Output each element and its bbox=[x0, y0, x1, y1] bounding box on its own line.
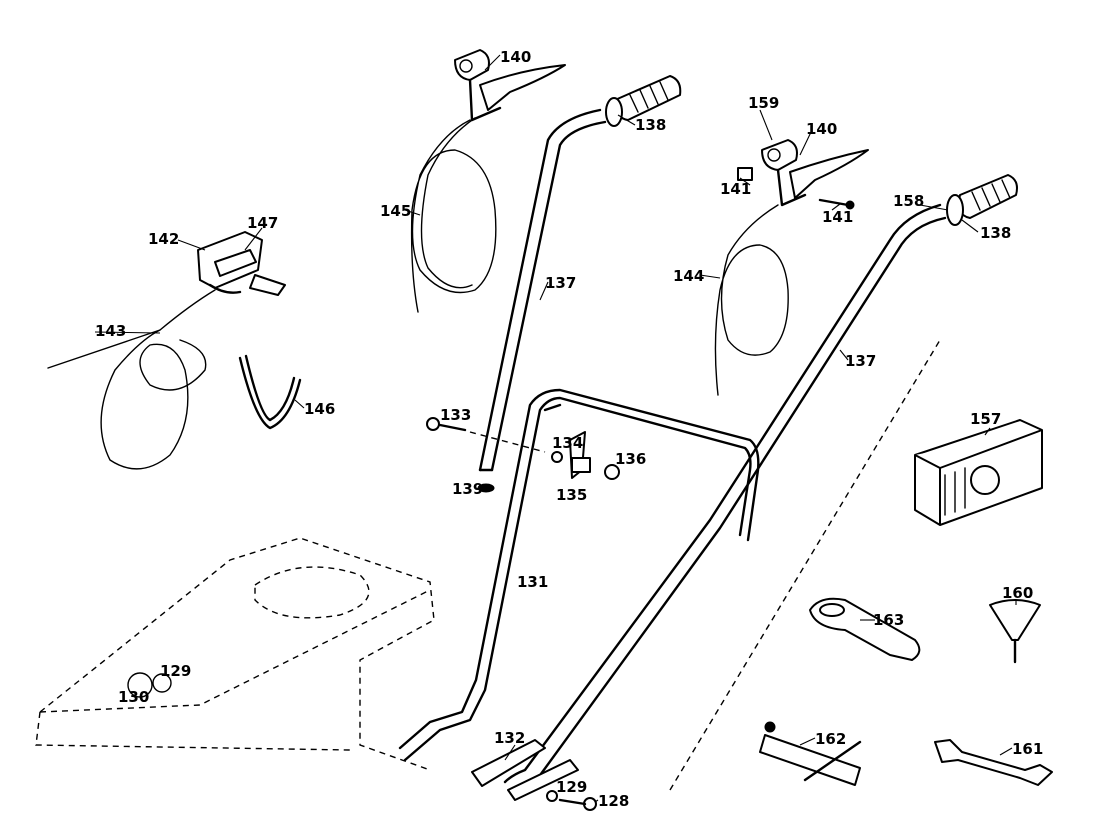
spark-plug-wrench-162 bbox=[759, 721, 862, 786]
label-128: 128 bbox=[598, 792, 629, 810]
grip-138-right bbox=[946, 174, 1018, 226]
label-133: 133 bbox=[440, 406, 471, 424]
label-140-right: 140 bbox=[806, 120, 837, 138]
label-132: 132 bbox=[494, 729, 525, 747]
label-135: 135 bbox=[556, 486, 587, 504]
label-137-left: 137 bbox=[545, 274, 576, 292]
label-134: 134 bbox=[552, 434, 583, 452]
label-141-left: 141 bbox=[720, 180, 751, 198]
clip-146 bbox=[238, 354, 302, 430]
nut-134 bbox=[551, 451, 563, 463]
label-143: 143 bbox=[95, 322, 126, 340]
label-163: 163 bbox=[873, 611, 904, 629]
label-141-right: 141 bbox=[822, 208, 853, 226]
funnel-160 bbox=[989, 599, 1041, 664]
label-145: 145 bbox=[380, 202, 411, 220]
label-136: 136 bbox=[615, 450, 646, 468]
bolt-139 bbox=[477, 483, 495, 493]
label-158: 158 bbox=[893, 192, 924, 210]
label-137-right: 137 bbox=[845, 352, 876, 370]
knob-135 bbox=[569, 431, 591, 479]
label-129-deck: 129 bbox=[160, 662, 191, 680]
nut-129-lower bbox=[546, 790, 558, 802]
label-140-left: 140 bbox=[500, 48, 531, 66]
label-142: 142 bbox=[148, 230, 179, 248]
leader-lines bbox=[94, 54, 1017, 803]
plate-132 bbox=[471, 739, 579, 801]
cable-144 bbox=[714, 204, 789, 396]
label-131: 131 bbox=[517, 573, 548, 591]
label-130: 130 bbox=[118, 688, 149, 706]
wrench-161 bbox=[934, 739, 1053, 786]
mower-deck bbox=[35, 537, 435, 771]
label-138-left: 138 bbox=[635, 116, 666, 134]
handle-frame-131 bbox=[398, 388, 760, 762]
label-147: 147 bbox=[247, 214, 278, 232]
nut-136 bbox=[604, 464, 620, 480]
cable-145 bbox=[410, 117, 497, 313]
cable-143 bbox=[47, 289, 216, 470]
part-157-box bbox=[914, 419, 1043, 526]
label-161: 161 bbox=[1012, 740, 1043, 758]
label-138-right: 138 bbox=[980, 224, 1011, 242]
separator-line bbox=[669, 339, 941, 791]
wrench-163 bbox=[809, 597, 921, 661]
control-box-142 bbox=[197, 231, 286, 296]
grip-138-left bbox=[605, 75, 682, 127]
label-144: 144 bbox=[673, 267, 704, 285]
label-160: 160 bbox=[1002, 584, 1033, 602]
handle-bar-137-left bbox=[478, 108, 607, 472]
label-139: 139 bbox=[452, 480, 483, 498]
label-129-lower: 129 bbox=[556, 778, 587, 796]
bolt-128 bbox=[558, 797, 597, 811]
throttle-lever-140-right bbox=[737, 139, 869, 210]
label-159: 159 bbox=[748, 94, 779, 112]
label-146: 146 bbox=[304, 400, 335, 418]
bolt-133 bbox=[426, 417, 546, 453]
label-162: 162 bbox=[815, 730, 846, 748]
label-157: 157 bbox=[970, 410, 1001, 428]
